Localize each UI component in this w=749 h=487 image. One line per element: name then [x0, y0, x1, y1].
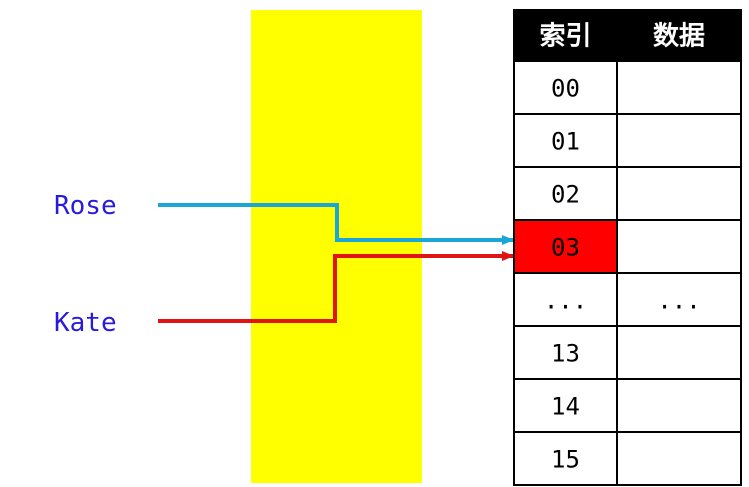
hash-table: 索引 数据 00 01 02 03...... 13 14 15 [513, 9, 742, 486]
table-row-index: ... [544, 287, 587, 315]
table-header-cell [513, 9, 618, 62]
table-row-index: 13 [551, 340, 580, 368]
table-row-index: 15 [551, 446, 580, 474]
table-row-index: 00 [551, 75, 580, 103]
table-row-index-cell [513, 219, 618, 274]
key-label-rose: Rose [54, 191, 117, 221]
table-row-data-cell [616, 113, 742, 168]
hash-function-box [251, 10, 422, 483]
kate-mapping-arrow [158, 251, 514, 323]
table-row-data-cell [616, 325, 742, 380]
column-header-index: 索引 [539, 22, 591, 52]
column-header-data: 数据 [653, 22, 705, 52]
table-row-data-cell [616, 60, 742, 115]
table-row-index: 03 [551, 234, 580, 262]
table-row-data-cell [616, 219, 742, 274]
table-row-data-cell [616, 166, 742, 221]
table-row-index: 01 [551, 128, 580, 156]
table-row-data: ... [657, 287, 700, 315]
table-row-index: 02 [551, 181, 580, 209]
key-label-kate: Kate [54, 308, 117, 338]
table-row-data-cell [616, 378, 742, 433]
table-row-index-cell [513, 378, 618, 433]
table-header-cell [616, 9, 742, 62]
rose-mapping-arrow [158, 203, 514, 245]
table-row-data-cell [616, 272, 742, 327]
table-row-index: 14 [551, 393, 580, 421]
table-row-data-cell [616, 431, 742, 486]
